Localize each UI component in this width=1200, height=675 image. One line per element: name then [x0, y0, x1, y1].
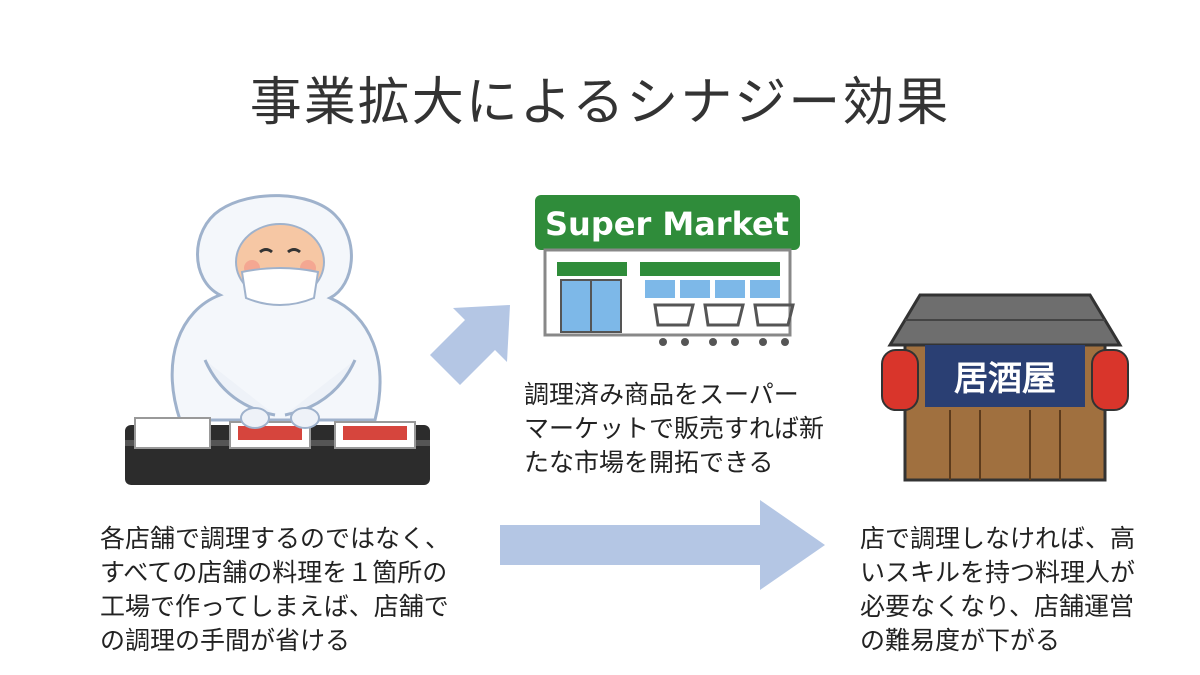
supermarket-illustration: Super Market: [535, 190, 800, 355]
izakaya-illustration: 居酒屋: [880, 290, 1130, 485]
izakaya-sign: 居酒屋: [954, 359, 1056, 399]
izakaya-caption: 店で調理しなければ、高 いスキルを持つ料理人が 必要なくなり、店舗運営 の難易度…: [860, 522, 1170, 658]
factory-worker-illustration: [120, 190, 440, 490]
arrow-up-right-icon: [425, 300, 515, 390]
supermarket-sign: Super Market: [545, 205, 789, 243]
factory-caption: 各店舗で調理するのではなく、 すべての店舗の料理を１箇所の 工場で作ってしまえば…: [100, 522, 480, 658]
supermarket-caption: 調理済み商品をスーパー マーケットで販売すれば新 たな市場を開拓できる: [524, 378, 854, 480]
arrow-right-icon: [500, 500, 830, 590]
page-title: 事業拡大によるシナジー効果: [0, 60, 1200, 135]
